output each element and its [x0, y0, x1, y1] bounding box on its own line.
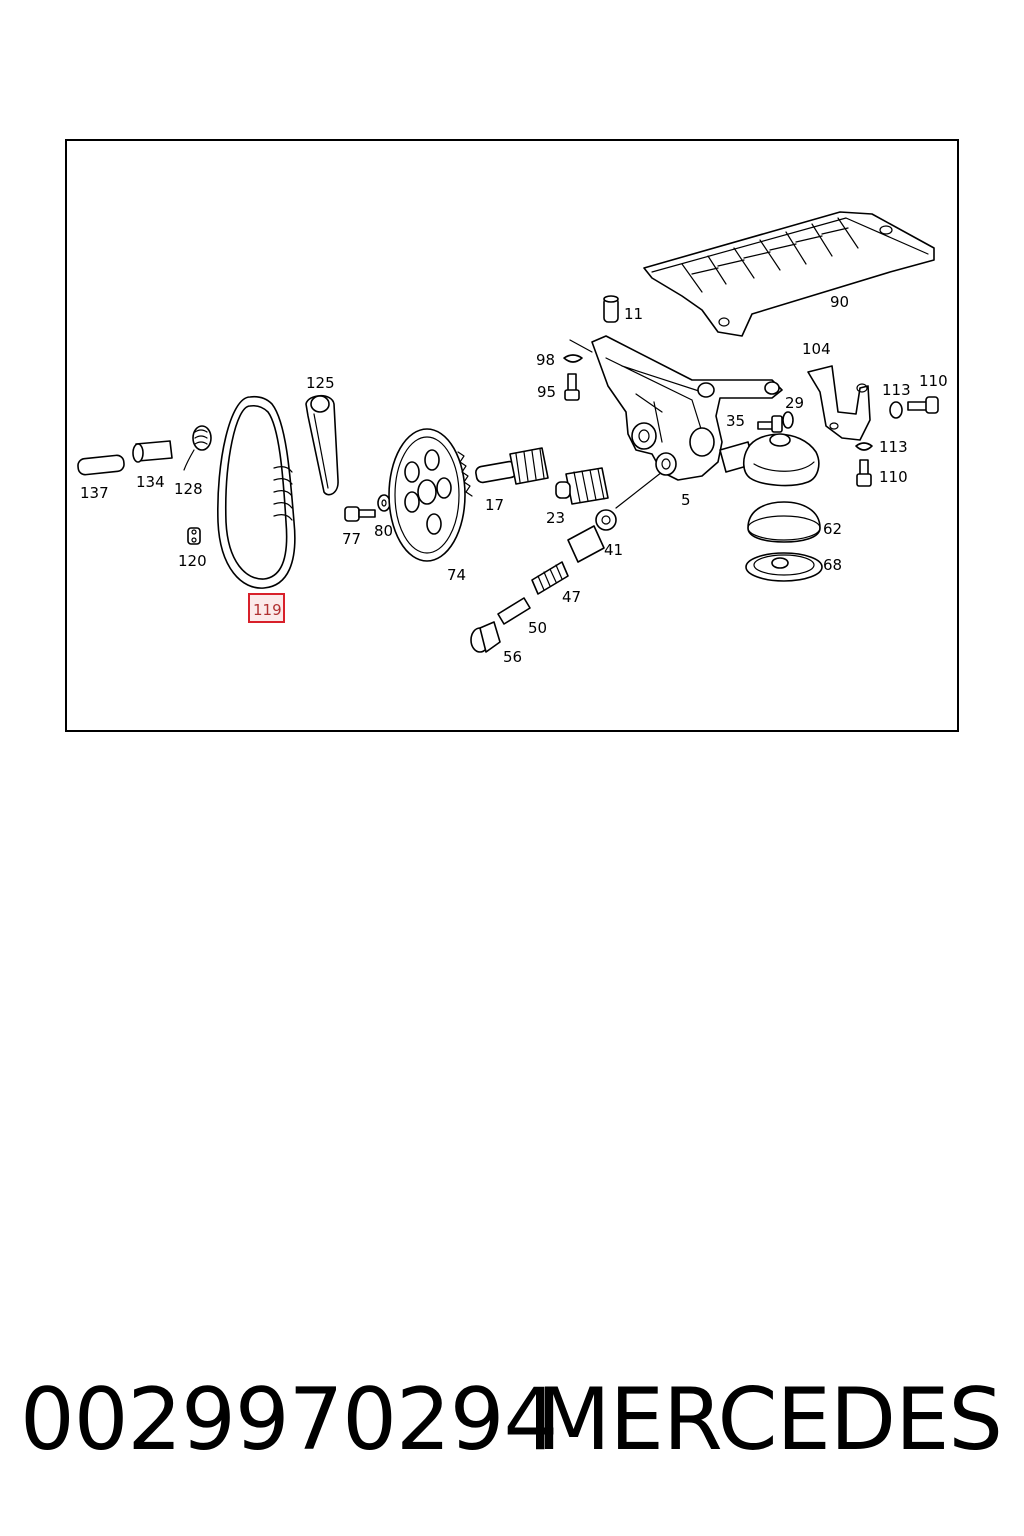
label-74: 74	[447, 566, 466, 584]
part-128-spring	[183, 425, 212, 471]
part-number: 0029970294	[20, 1370, 558, 1470]
footer: 0029970294 MERCEDES	[0, 1370, 1024, 1470]
part-11-dowel	[603, 295, 619, 323]
part-77-bolt	[344, 506, 376, 522]
label-104: 104	[802, 340, 831, 358]
part-95-bolt	[564, 373, 580, 401]
label-113-upper: 113	[882, 381, 911, 399]
part-80-washer	[377, 494, 391, 512]
part-104-bracket	[807, 365, 871, 441]
label-120: 120	[178, 552, 207, 570]
label-98: 98	[536, 351, 555, 369]
label-47: 47	[562, 588, 581, 606]
label-17: 17	[485, 496, 504, 514]
part-50-pin	[497, 597, 531, 625]
label-62: 62	[823, 520, 842, 538]
part-90-oil-baffle	[643, 211, 935, 337]
label-41: 41	[604, 541, 623, 559]
part-113-washer-upper	[889, 401, 903, 419]
part-56-plug	[470, 621, 501, 653]
label-35: 35	[726, 412, 745, 430]
label-137: 137	[80, 484, 109, 502]
label-23: 23	[546, 509, 565, 527]
label-77: 77	[342, 530, 361, 548]
label-128: 128	[174, 480, 203, 498]
part-110-bolt-lower	[856, 459, 872, 487]
part-41-valve-piston	[567, 509, 617, 563]
part-98-washer	[563, 354, 583, 363]
diagram-frame: 137 134 128 120 125 77 80 74 17 23 41 47…	[65, 139, 959, 732]
label-119-highlighted: 119	[253, 601, 282, 619]
label-95: 95	[537, 383, 556, 401]
exploded-parts-diagram: 137 134 128 120 125 77 80 74 17 23 41 47…	[77, 211, 948, 666]
label-90: 90	[830, 293, 849, 311]
label-113-lower: 113	[879, 438, 908, 456]
part-17-gear-shaft	[475, 447, 549, 485]
label-110-upper: 110	[919, 372, 948, 390]
part-47-spring	[531, 561, 569, 595]
part-62-strainer-cover	[747, 501, 821, 543]
label-80: 80	[374, 522, 393, 540]
part-35-bolt	[757, 415, 783, 433]
part-113-washer-lower	[855, 442, 873, 451]
part-119-chain	[217, 395, 296, 589]
highlight-box-119: 119	[248, 593, 285, 623]
label-56: 56	[503, 648, 522, 666]
part-110-bolt-upper	[907, 396, 939, 414]
part-strainer-bell	[742, 433, 820, 487]
part-23-gear	[555, 467, 609, 505]
part-68-strainer-screen	[745, 552, 823, 582]
label-125: 125	[306, 374, 335, 392]
label-5: 5	[681, 491, 691, 509]
part-125-tensioner-rail	[305, 394, 339, 496]
label-110-lower: 110	[879, 468, 908, 486]
part-120-chain-link	[187, 527, 201, 545]
part-29-washer	[782, 411, 794, 429]
label-134: 134	[136, 473, 165, 491]
part-137-pin	[77, 454, 125, 476]
label-68: 68	[823, 556, 842, 574]
label-11: 11	[624, 305, 643, 323]
label-29: 29	[785, 394, 804, 412]
part-134-bushing	[132, 440, 173, 463]
brand-name: MERCEDES	[536, 1370, 1003, 1470]
part-74-sprocket	[388, 428, 473, 562]
label-50: 50	[528, 619, 547, 637]
